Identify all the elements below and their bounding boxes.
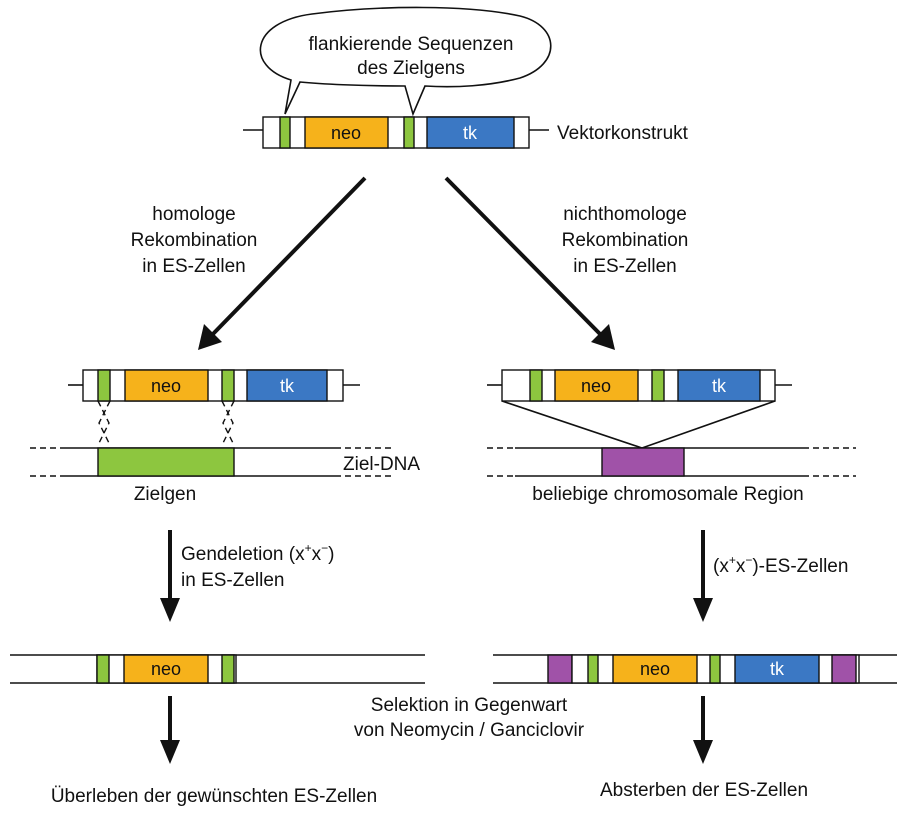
left-vector-construct: neo tk — [68, 369, 360, 402]
chromosomal-region — [487, 447, 856, 477]
flank-segment — [529, 369, 543, 402]
region-label: beliebige chromosomale Region — [532, 484, 803, 505]
neo-segment — [612, 654, 698, 684]
tk-segment — [734, 654, 820, 684]
nonhomologous-label-3: in ES-Zellen — [573, 256, 677, 277]
neo-label: neo — [640, 659, 670, 679]
flank-segment — [279, 116, 291, 149]
neo-label: neo — [581, 376, 611, 396]
survival-result-label: Überleben der gewünschten ES-Zellen — [51, 786, 377, 807]
left-result-chromosome: neo — [10, 654, 425, 684]
flank-segment — [97, 369, 111, 402]
flank-segment — [221, 654, 235, 684]
neo-segment — [123, 654, 209, 684]
neo-segment — [124, 369, 209, 402]
right-diagonal-arrow — [444, 176, 615, 350]
bubble-line-1: flankierende Sequenzen — [309, 34, 514, 55]
region-segment — [831, 654, 857, 684]
right-down-arrow — [693, 530, 713, 622]
neo-label: neo — [151, 659, 181, 679]
left-down-arrow — [160, 530, 180, 622]
left-diagonal-arrow — [198, 176, 367, 350]
nonhomologous-label-1: nichthomologe — [563, 204, 687, 225]
bubble-line-2: des Zielgens — [357, 58, 465, 79]
random-region-block — [601, 447, 685, 477]
left-bottom-arrow — [160, 696, 180, 764]
neo-label: neo — [331, 123, 361, 143]
right-bottom-arrow — [693, 696, 713, 764]
flank-segment — [96, 654, 110, 684]
neo-segment — [554, 369, 639, 402]
homologous-label-1: homologe — [152, 204, 235, 225]
homologous-label-2: Rekombination — [131, 230, 258, 251]
insertion-lines — [501, 400, 776, 449]
neo-segment — [304, 116, 389, 149]
flank-segment — [709, 654, 721, 684]
flank-segment — [651, 369, 665, 402]
tk-segment — [246, 369, 328, 402]
target-gene-block — [97, 447, 235, 477]
target-dna — [30, 447, 392, 477]
flanking-sequences-bubble: flankierende Sequenzen des Zielgens — [259, 6, 552, 117]
es-cells-label: (x+x−)-ES-Zellen — [713, 553, 848, 577]
tk-segment — [677, 369, 761, 402]
target-dna-label: Ziel-DNA — [343, 454, 420, 475]
tk-label: tk — [770, 659, 785, 679]
tk-segment — [426, 116, 515, 149]
right-vector-construct: neo tk — [487, 369, 792, 402]
gene-deletion-label-2: in ES-Zellen — [181, 570, 285, 591]
flank-segment — [221, 369, 235, 402]
crossover-marks — [97, 400, 235, 446]
neo-label: neo — [151, 376, 181, 396]
target-gene-label: Zielgen — [134, 484, 196, 505]
tk-label: tk — [280, 376, 295, 396]
homologous-label-3: in ES-Zellen — [142, 256, 246, 277]
right-result-chromosome: neo tk — [493, 654, 897, 684]
selection-label-2: von Neomycin / Ganciclovir — [354, 720, 585, 741]
nonhomologous-label-2: Rekombination — [562, 230, 689, 251]
selection-label-1: Selektion in Gegenwart — [371, 695, 568, 716]
tk-label: tk — [712, 376, 727, 396]
vector-construct-label: Vektorkonstrukt — [557, 123, 689, 144]
flank-segment — [403, 116, 415, 149]
tk-label: tk — [463, 123, 478, 143]
vector-construct: neo tk — [243, 116, 549, 149]
region-segment — [547, 654, 573, 684]
death-result-label: Absterben der ES-Zellen — [600, 780, 808, 801]
gene-deletion-label: Gendeletion (x+x−) — [181, 541, 334, 565]
flank-segment — [587, 654, 599, 684]
